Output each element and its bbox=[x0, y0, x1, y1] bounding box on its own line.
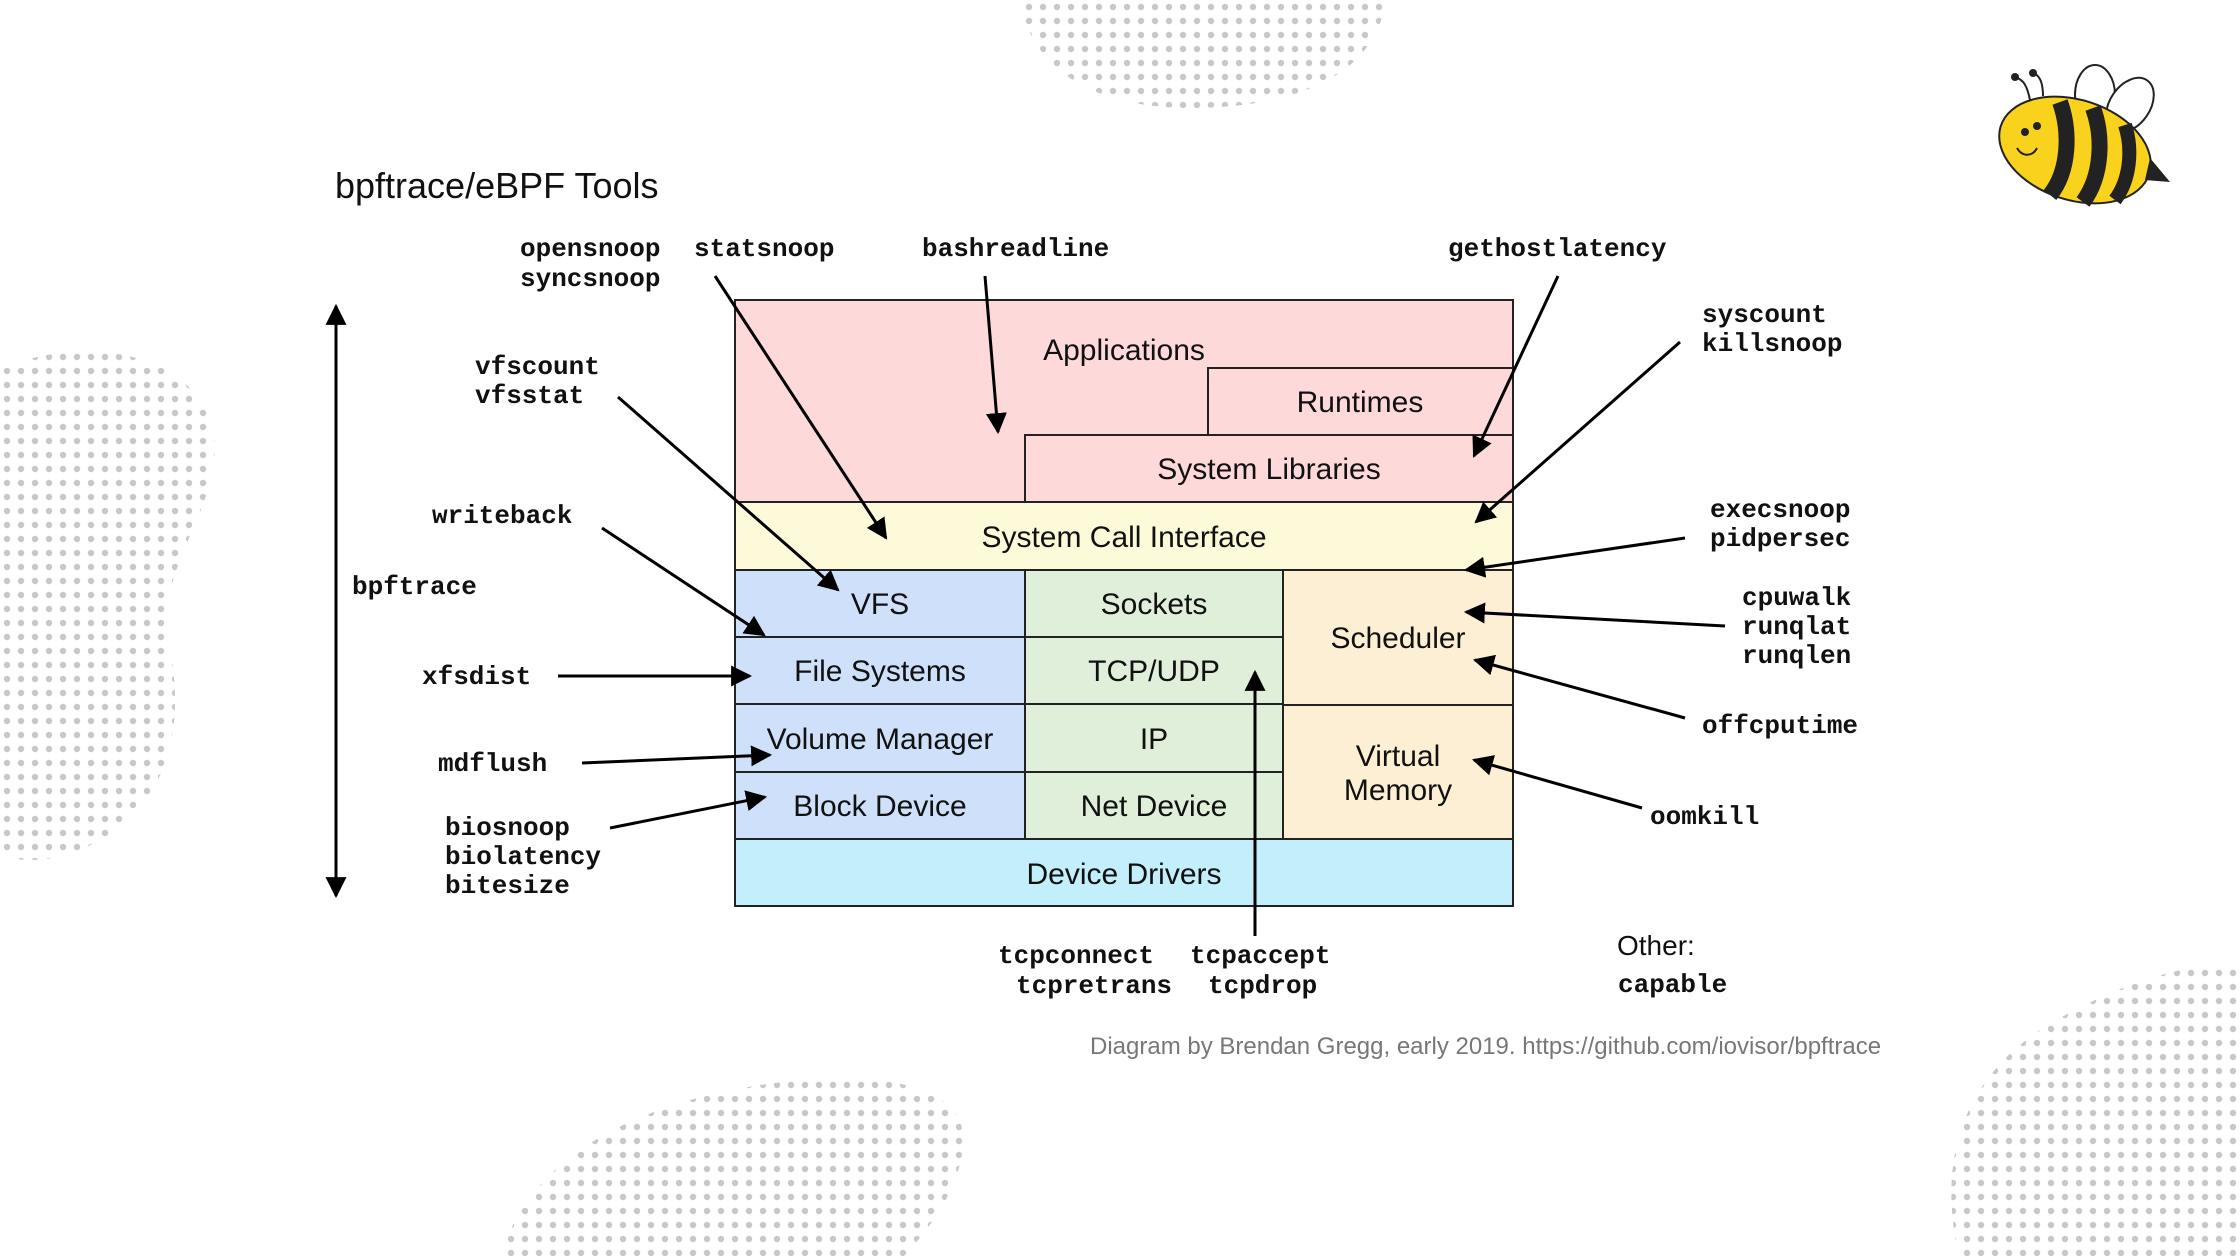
tool-execsnoop: execsnoop bbox=[1710, 495, 1850, 525]
diagram-credit: Diagram by Brendan Gregg, early 2019. ht… bbox=[1090, 1033, 1881, 1060]
bpftrace-label: bpftrace bbox=[352, 572, 477, 602]
arrow-opensnoop bbox=[713, 275, 888, 540]
layer-net-device bbox=[1024, 771, 1284, 840]
arrow-offcputime bbox=[1472, 654, 1686, 720]
tool-mdflush: mdflush bbox=[438, 749, 547, 779]
arrow-writeback bbox=[601, 526, 766, 637]
tool-oomkill: oomkill bbox=[1650, 802, 1759, 832]
label-system-call-interface: System Call Interface bbox=[981, 521, 1266, 554]
label-net-device: Net Device bbox=[1081, 790, 1228, 823]
label-block-device: Block Device bbox=[793, 790, 966, 823]
label-scheduler: Scheduler bbox=[1330, 622, 1465, 655]
tool-opensnoop: opensnoop bbox=[520, 234, 660, 264]
layer-scheduler bbox=[1282, 569, 1514, 706]
tool-tcpretrans: tcpretrans bbox=[1016, 971, 1172, 1001]
tool-tcpdrop: tcpdrop bbox=[1208, 971, 1317, 1001]
tool-killsnoop: killsnoop bbox=[1702, 329, 1842, 359]
tool-arrows bbox=[558, 275, 1726, 936]
tool-cpuwalk: cpuwalk bbox=[1742, 583, 1851, 613]
label-runtimes: Runtimes bbox=[1297, 386, 1424, 419]
tool-xfsdist: xfsdist bbox=[422, 662, 531, 692]
tool-statsnoop: statsnoop bbox=[694, 234, 834, 264]
label-system-libraries: System Libraries bbox=[1157, 453, 1380, 486]
dot-blob-bottom-right bbox=[1951, 964, 2240, 1260]
layer-system-call-interface bbox=[734, 501, 1514, 571]
label-virtual: Virtual bbox=[1356, 740, 1441, 773]
tool-biosnoop: biosnoop bbox=[445, 813, 570, 843]
tool-bashreadline: bashreadline bbox=[922, 234, 1109, 264]
tool-vfsstat: vfsstat bbox=[475, 381, 584, 411]
layer-device-drivers bbox=[734, 838, 1514, 907]
dot-blob-bottom bbox=[500, 1078, 963, 1260]
arrow-vfscount bbox=[617, 395, 840, 592]
layer-volume-manager bbox=[734, 703, 1026, 773]
tool-tcpconnect: tcpconnect bbox=[998, 941, 1154, 971]
tool-pidpersec: pidpersec bbox=[1710, 524, 1850, 554]
layer-sockets bbox=[1024, 569, 1284, 638]
tool-syncsnoop: syncsnoop bbox=[520, 264, 660, 294]
tool-vfscount: vfscount bbox=[475, 352, 600, 382]
arrow-oomkill bbox=[1471, 755, 1643, 810]
tool-runqlat: runqlat bbox=[1742, 612, 1851, 642]
tool-offcputime: offcputime bbox=[1702, 711, 1858, 741]
arrow-bashreadline bbox=[983, 275, 1007, 435]
arrow-cpuwalk bbox=[1463, 602, 1726, 628]
arrow-mdflush bbox=[581, 745, 773, 767]
label-volume-manager: Volume Manager bbox=[767, 723, 994, 756]
bee-logo-icon bbox=[1998, 64, 2170, 207]
other-label: Other: bbox=[1617, 930, 1695, 961]
layer-labels: Applications Runtimes System Libraries S… bbox=[767, 334, 1466, 891]
layer-tcp-udp bbox=[1024, 636, 1284, 705]
label-vfs: VFS bbox=[851, 588, 909, 621]
arrow-gethostlatency bbox=[1472, 275, 1560, 458]
label-file-systems: File Systems bbox=[794, 655, 966, 688]
tool-biolatency: biolatency bbox=[445, 842, 601, 872]
tool-tcpaccept: tcpaccept bbox=[1190, 941, 1330, 971]
layer-ip bbox=[1024, 703, 1284, 773]
tool-labels: opensnoop statsnoop syncsnoop bashreadli… bbox=[422, 234, 1858, 1001]
tool-runqlen: runqlen bbox=[1742, 641, 1851, 671]
label-ip: IP bbox=[1140, 723, 1168, 756]
dot-blob-left bbox=[0, 351, 215, 860]
dot-blob-top bbox=[1020, 0, 1385, 109]
kernel-stack bbox=[734, 299, 1514, 907]
arrow-biosnoop bbox=[609, 790, 768, 830]
label-device-drivers: Device Drivers bbox=[1026, 858, 1221, 891]
arrow-execsnoop bbox=[1463, 536, 1686, 578]
tool-capable: capable bbox=[1618, 970, 1727, 1000]
page-title: bpftrace/eBPF Tools bbox=[335, 165, 659, 206]
layer-vfs bbox=[734, 569, 1026, 638]
label-applications: Applications bbox=[1043, 334, 1205, 367]
tool-gethostlatency: gethostlatency bbox=[1448, 234, 1667, 264]
arrow-syscount bbox=[1474, 340, 1681, 524]
tool-writeback: writeback bbox=[432, 501, 572, 531]
label-memory: Memory bbox=[1344, 774, 1452, 807]
label-tcp-udp: TCP/UDP bbox=[1088, 655, 1220, 688]
tool-bitesize: bitesize bbox=[445, 871, 570, 901]
tool-syscount: syscount bbox=[1702, 300, 1827, 330]
label-sockets: Sockets bbox=[1101, 588, 1208, 621]
